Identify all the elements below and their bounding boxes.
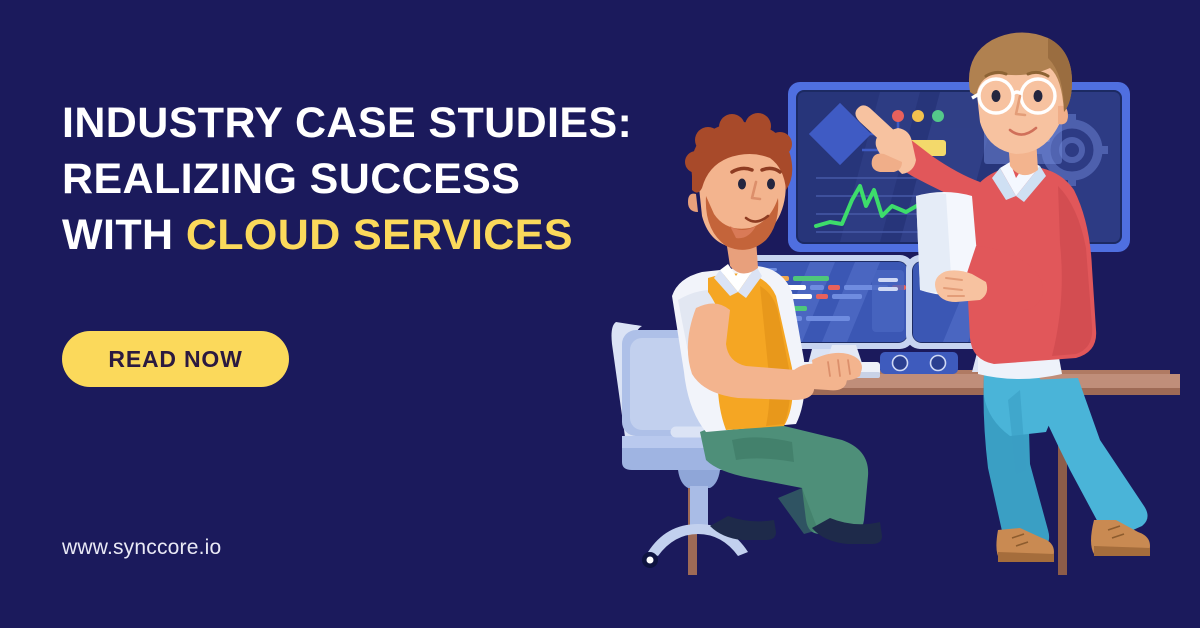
headline-block: INDUSTRY CASE STUDIES: REALIZING SUCCESS… (62, 96, 682, 264)
status-dots (892, 110, 944, 122)
headline-accent-text: CLOUD SERVICES (185, 210, 573, 259)
diamond-widget (808, 102, 872, 166)
read-now-button[interactable]: READ NOW (62, 331, 289, 387)
gear-icon (1036, 114, 1108, 186)
headline-line-1: INDUSTRY CASE STUDIES: (62, 99, 633, 147)
line-chart (814, 184, 936, 228)
website-url: www.synccore.io (62, 536, 222, 559)
read-now-button-label: READ NOW (108, 345, 243, 372)
seated-developer (672, 113, 882, 544)
headline-line-3: WITH CLOUD SERVICES (62, 208, 682, 264)
headline-line-3-prefix: WITH (62, 210, 186, 259)
headline-line-2: REALIZING SUCCESS (62, 154, 521, 203)
page-title: INDUSTRY CASE STUDIES: REALIZING SUCCESS… (62, 96, 682, 264)
desk-speaker-bar (880, 352, 958, 374)
paper-document (916, 192, 980, 295)
hero-illustration (580, 0, 1200, 628)
standing-presenter (855, 32, 1150, 562)
